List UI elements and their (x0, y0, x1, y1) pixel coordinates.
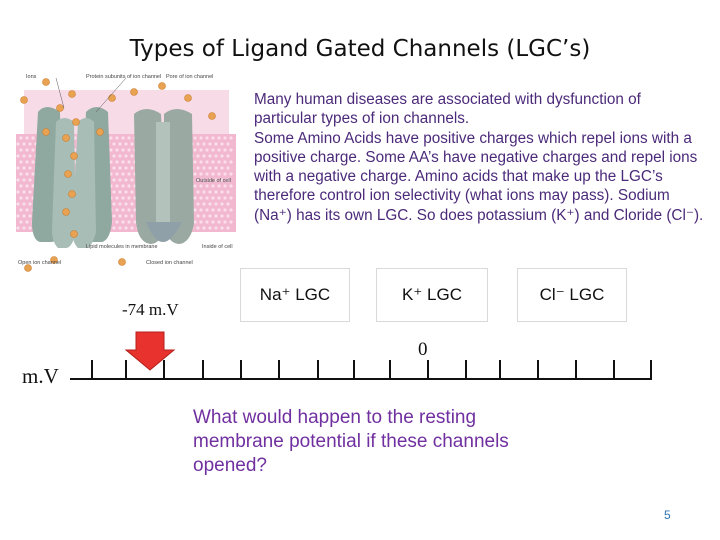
label-pore: Pore of ion channel (166, 74, 213, 80)
ion-particles (20, 78, 216, 272)
closed-channel-shape (134, 109, 194, 244)
ion-channel-illustration: Ions Protein subunits of ion channel Por… (16, 72, 236, 278)
slide-title: Types of Ligand Gated Channels (LGC’s) (129, 36, 591, 62)
open-channel-shape (32, 107, 112, 248)
label-outside: Outside of cell (196, 178, 231, 184)
resting-potential-arrow (124, 331, 176, 371)
label-inside: Inside of cell (202, 244, 233, 250)
label-closed-channel: Closed ion channel (146, 260, 193, 266)
page-number: 5 (664, 508, 671, 522)
k-lgc-box: K⁺ LGC (376, 268, 488, 322)
na-lgc-label: Na⁺ LGC (259, 285, 331, 304)
zero-label: 0 (418, 339, 428, 360)
body-paragraph-1: Many human diseases are associated with … (254, 91, 641, 128)
resting-potential-label: -74 m.V (122, 300, 179, 319)
voltage-scale (70, 331, 652, 380)
scale-ticks (91, 360, 652, 379)
cl-lgc-box: Cl⁻ LGC (517, 268, 627, 322)
na-lgc-box: Na⁺ LGC (240, 268, 350, 322)
label-ions: Ions (26, 74, 37, 80)
k-lgc-label: K⁺ LGC (402, 285, 462, 304)
label-lipid: Lipid molecules in membrane (86, 244, 158, 250)
cl-lgc-label: Cl⁻ LGC (539, 285, 605, 304)
mv-unit-label: m.V (22, 364, 59, 388)
label-open-channel: Open ion channel (18, 260, 61, 266)
body-text: Many human diseases are associated with … (254, 90, 704, 225)
body-paragraph-2: Some Amino Acids have positive charges w… (254, 129, 704, 224)
question-text: What would happen to the resting membran… (193, 407, 509, 476)
label-protein-subunits: Protein subunits of ion channel (86, 74, 161, 80)
